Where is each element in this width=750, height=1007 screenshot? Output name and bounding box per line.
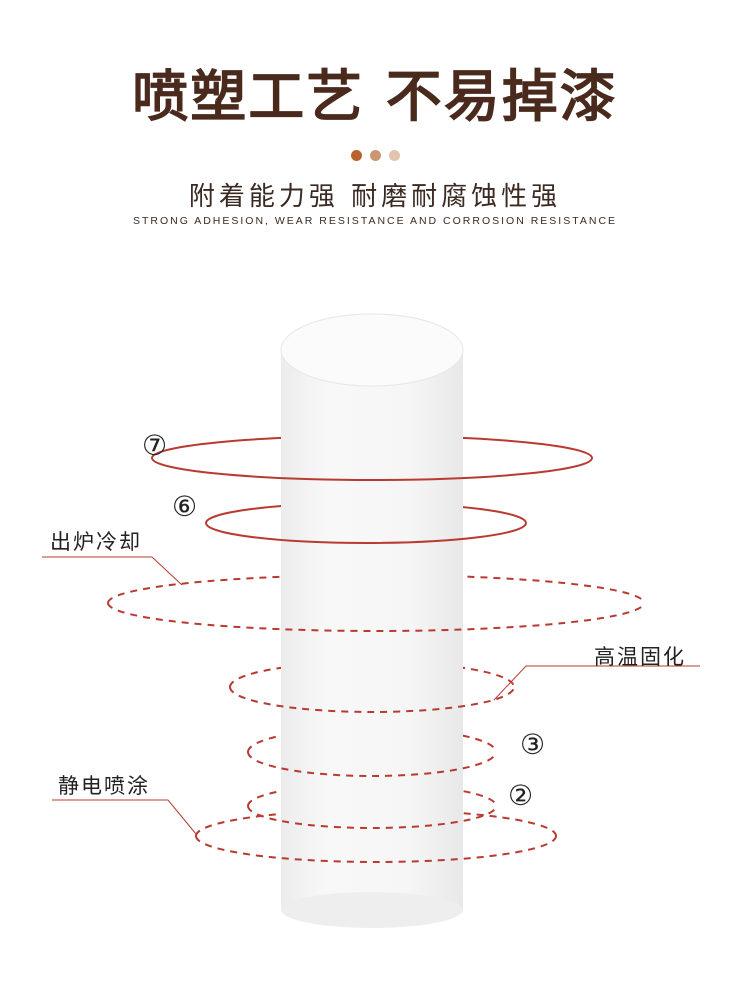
step-number-2: ② [508, 779, 534, 812]
leader-curing [493, 665, 700, 701]
ring-cooling [107, 602, 645, 632]
step-number-6: ⑥ [172, 490, 198, 523]
label-cooling: 出炉冷却 [50, 530, 142, 554]
ring-step-2 [247, 805, 497, 829]
ring-step-6 [205, 522, 527, 544]
cylinder [280, 313, 464, 928]
label-curing: 高温固化 [594, 645, 686, 669]
step-number-3: ③ [520, 728, 546, 761]
dot-mid [369, 150, 381, 161]
leader-cooling [42, 556, 183, 586]
dot-light [388, 150, 400, 161]
label-spraying: 静电喷涂 [58, 774, 150, 798]
ring-fronts [107, 457, 645, 863]
decorative-dots [0, 150, 750, 161]
ring-step-7 [151, 457, 593, 481]
dot-dark [350, 150, 362, 161]
step-number-7: ⑦ [142, 429, 168, 462]
leader-lines [42, 556, 700, 835]
leader-spraying [52, 799, 197, 835]
ring-step-3 [247, 751, 497, 777]
subtitle: 附着能力强 耐磨耐腐蚀性强 [188, 182, 562, 212]
ring-curing [229, 686, 515, 713]
ring-spraying [195, 835, 557, 863]
page-title: 喷塑工艺 不易掉漆 [132, 65, 618, 130]
subtitle-english: STRONG ADHESION, WEAR RESISTANCE AND COR… [132, 215, 618, 227]
